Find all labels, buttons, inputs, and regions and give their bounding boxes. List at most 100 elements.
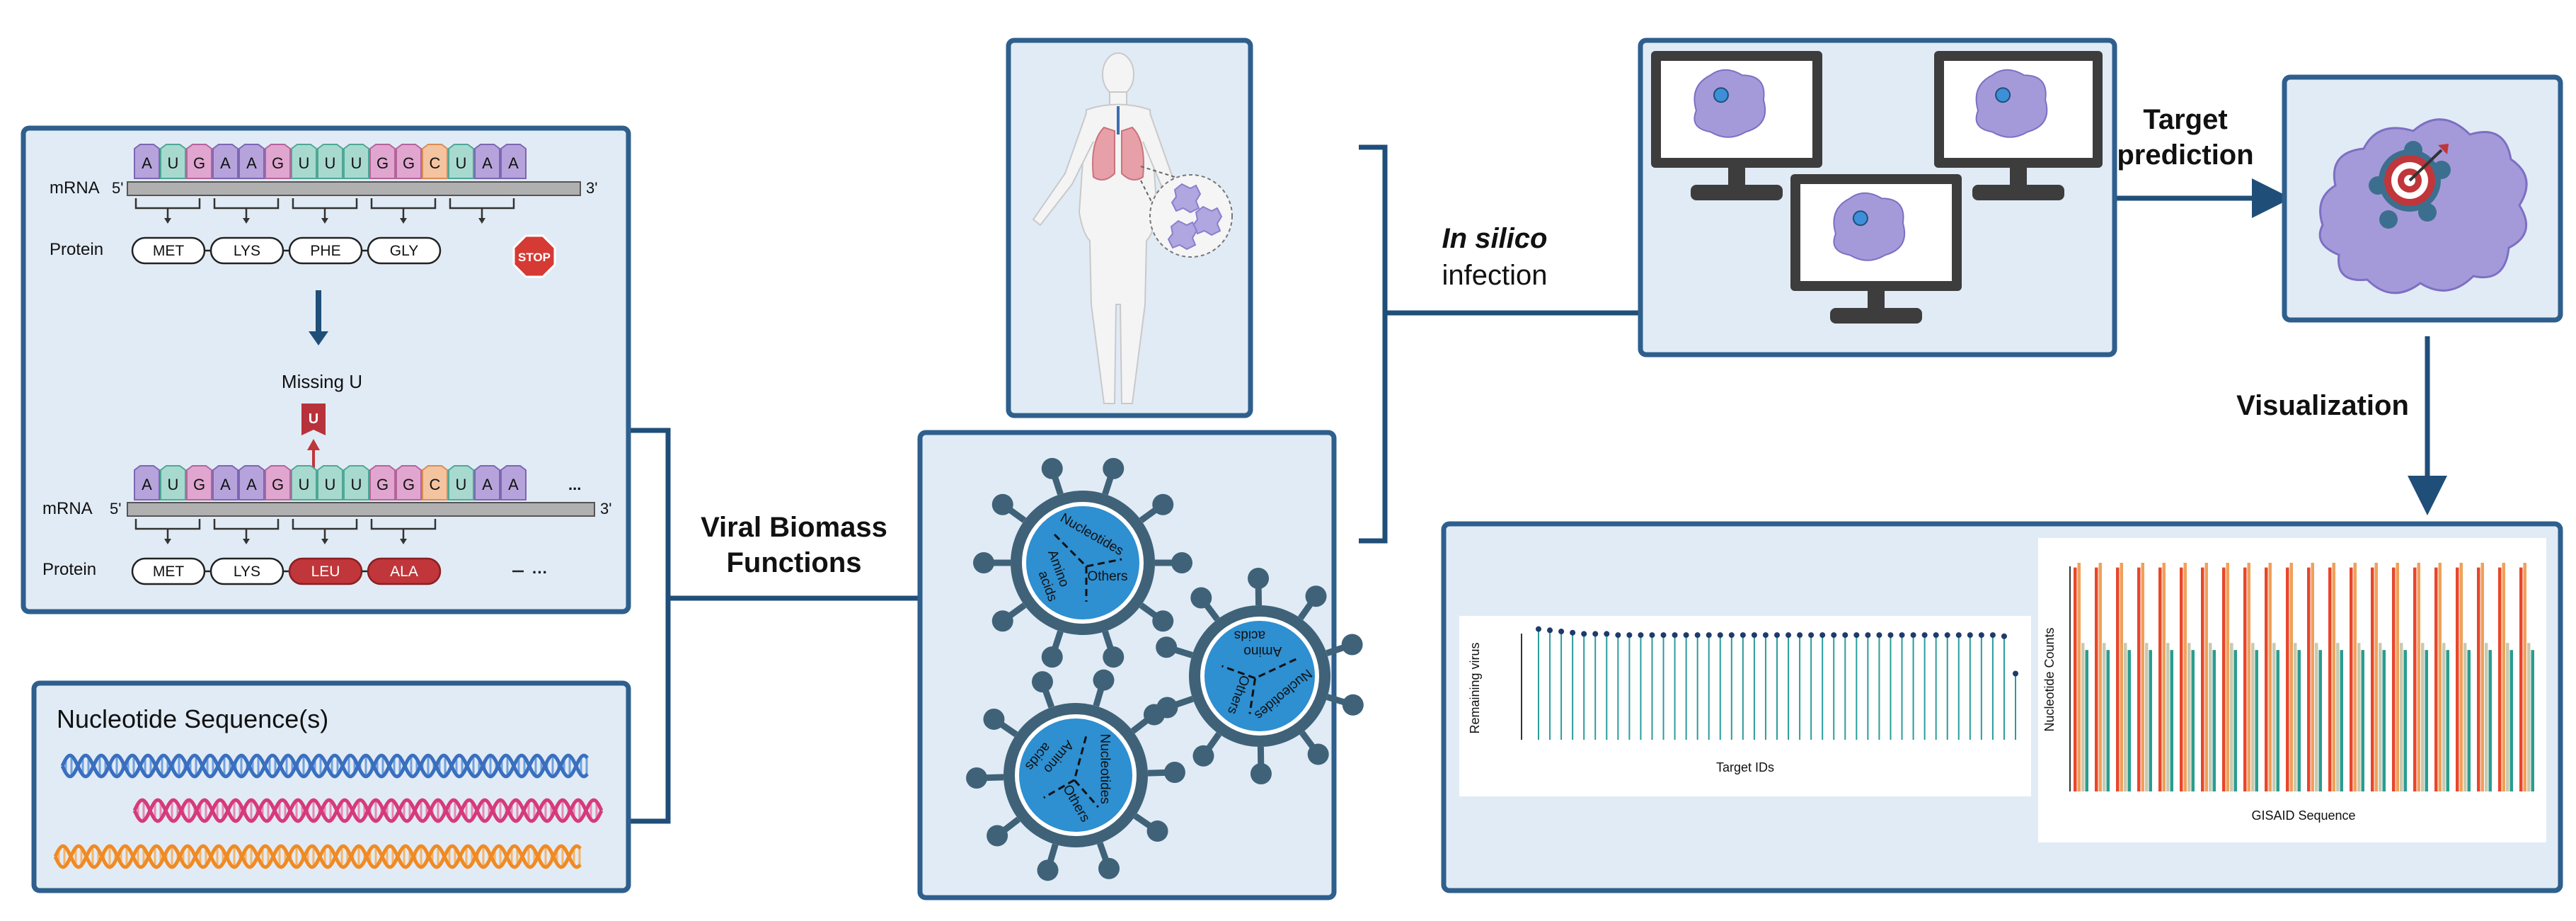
- chart1-point: [1853, 632, 1860, 639]
- chart2-bar: [2498, 567, 2502, 791]
- nucleotide-base-letter: U: [168, 476, 179, 493]
- chart2-bar: [2149, 650, 2152, 791]
- chart2-bar: [2103, 643, 2106, 791]
- chart1-point: [1842, 632, 1848, 639]
- nucleotide-base: U: [317, 144, 343, 179]
- chart1-point: [1706, 632, 1712, 639]
- chart1-point: [1570, 629, 1576, 636]
- chart2-bar: [2255, 650, 2258, 791]
- nucleotide-base-letter: C: [430, 476, 441, 493]
- chart2-bar: [2459, 562, 2463, 791]
- protein-pill: LYS: [209, 557, 289, 585]
- chart1-point: [1899, 632, 1905, 639]
- chart1-point: [1797, 632, 1803, 639]
- chart2-bar: [2340, 650, 2343, 791]
- mrna-strand-top: [127, 181, 581, 196]
- nucleotide-base: U: [317, 465, 343, 500]
- chart2-bar: [2294, 643, 2297, 791]
- nucleotide-base: A: [474, 144, 500, 179]
- nucleotide-base-letter: A: [482, 476, 493, 493]
- protein-label: LEU: [311, 564, 340, 580]
- chart1-point: [1740, 632, 1746, 639]
- nucleotide-base: A: [212, 465, 238, 500]
- chart1-point: [1955, 632, 1962, 639]
- chart2-bar: [2353, 562, 2357, 791]
- mrna-strand-bottom: [127, 502, 595, 517]
- nucleotide-base: A: [212, 144, 238, 179]
- chart2-bar: [2374, 562, 2378, 791]
- bottom-ellipsis: ...: [568, 476, 581, 493]
- chart2-bar: [2297, 650, 2301, 791]
- chart2-bar: [2307, 567, 2311, 791]
- chart1-point: [2001, 633, 2007, 639]
- chart1-point: [1626, 632, 1633, 639]
- mutation-arrowhead: [309, 331, 328, 345]
- infection-label: infection: [1442, 260, 1548, 291]
- monitor-icon: [1934, 51, 2103, 200]
- chart2-bar: [2187, 643, 2191, 791]
- chart1-point: [1558, 629, 1565, 634]
- nucleotide-base-letter: A: [142, 154, 152, 172]
- stop-sign: STOP: [512, 234, 556, 278]
- five-prime-bottom: 5': [110, 500, 121, 517]
- nucleotide-base: U: [291, 144, 317, 179]
- chart2-bar: [2124, 643, 2127, 791]
- chart2-bar: [2371, 567, 2374, 791]
- chart2-bar: [2158, 567, 2162, 791]
- nucleotide-base-letter: G: [403, 154, 415, 172]
- monitor-icon: [1790, 174, 1962, 324]
- chart2-bar: [2265, 567, 2268, 791]
- nucleotide-base-letter: U: [351, 476, 362, 493]
- chart2-bar: [2141, 562, 2144, 791]
- chart1-point: [1819, 632, 1826, 639]
- chart2-bar: [2328, 567, 2332, 791]
- nucleotide-base-letter: G: [193, 476, 205, 493]
- nucleotide-base-letter: U: [299, 476, 310, 493]
- chart1-point: [1989, 632, 1996, 639]
- chart2-bar: [2421, 643, 2425, 791]
- monitor-icon: [1651, 51, 1822, 200]
- nucleotide-base: A: [134, 465, 160, 500]
- three-prime-top: 3': [586, 179, 597, 197]
- chart2-bar: [2519, 567, 2523, 791]
- dart-icon: [2408, 149, 2443, 182]
- chart2-bar: [2379, 643, 2382, 791]
- codon-arrowhead: [243, 218, 250, 224]
- protein-label: GLY: [390, 243, 418, 259]
- codon-arrowhead: [400, 218, 407, 224]
- nucleotide-base: A: [238, 144, 265, 179]
- chart1-point: [1887, 632, 1894, 639]
- bar-chart: [2069, 562, 2534, 791]
- codon-arrowhead: [478, 218, 485, 224]
- protein-pill: ALA: [367, 557, 442, 585]
- nucleotide-base-letter: G: [376, 154, 389, 172]
- chart2-bar: [2332, 562, 2335, 791]
- chart1-point: [1910, 632, 1916, 639]
- chart2-bar: [2456, 567, 2459, 791]
- nucleotide-base-letter: G: [272, 154, 284, 172]
- chart1-point: [1967, 632, 1973, 639]
- nucleotide-base-letter: G: [403, 476, 415, 493]
- protein-pill: GLY: [367, 236, 442, 265]
- target-label: Target: [2143, 104, 2227, 135]
- protein-pill: LYS: [209, 236, 289, 265]
- chart1-point: [1638, 632, 1644, 639]
- prediction-label: prediction: [2117, 139, 2253, 171]
- chart2-bar: [2438, 562, 2442, 791]
- nucleotide-base-letter: U: [299, 154, 310, 172]
- chart2-bar: [2180, 567, 2183, 791]
- chart1-point: [1672, 632, 1678, 639]
- nucleotide-panel: [31, 680, 631, 893]
- chart2-bar: [2531, 650, 2534, 791]
- chart2-bar: [2446, 650, 2449, 791]
- chart2-bar: [2506, 643, 2509, 791]
- chart1-point: [1786, 632, 1792, 639]
- chart1-point: [1604, 631, 1610, 637]
- codon-arrowhead: [400, 539, 407, 544]
- cell-cluster-icon: [1167, 183, 1223, 251]
